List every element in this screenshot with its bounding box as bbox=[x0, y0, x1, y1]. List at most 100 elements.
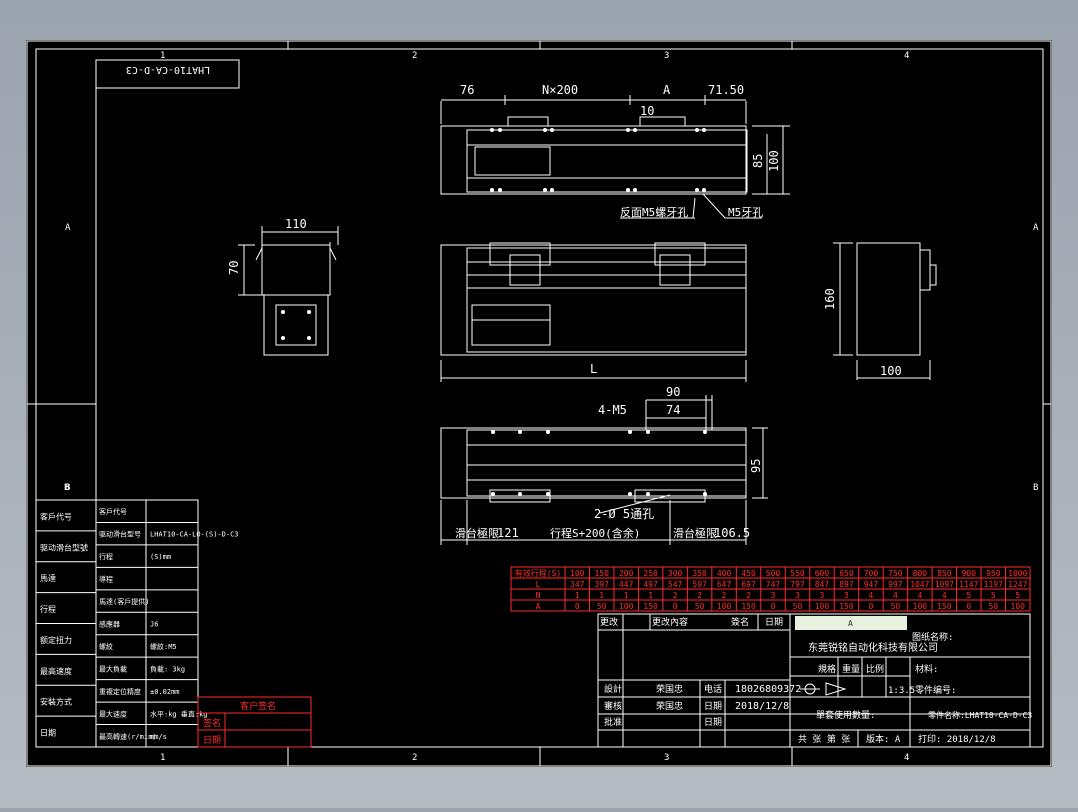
length-cell: 1197 bbox=[984, 580, 1003, 589]
length-cell: 100 bbox=[913, 602, 928, 611]
length-cell: 350 bbox=[692, 569, 707, 578]
length-cell: 300 bbox=[668, 569, 683, 578]
length-cell: 700 bbox=[864, 569, 879, 578]
length-cell: 1247 bbox=[1008, 580, 1027, 589]
length-cell: 647 bbox=[717, 580, 732, 589]
length-cell: 950 bbox=[986, 569, 1001, 578]
length-cell: 50 bbox=[793, 602, 803, 611]
spec-label: 行程 bbox=[99, 552, 113, 561]
length-cell: 4 bbox=[893, 591, 898, 600]
length-cell: 447 bbox=[619, 580, 634, 589]
zone-row-a: A bbox=[65, 223, 71, 233]
length-cell: 847 bbox=[815, 580, 830, 589]
left-label: 安裝方式 bbox=[40, 697, 72, 707]
zone-ticks bbox=[27, 41, 1051, 766]
spec-value: LHAT10-CA-LO-(S)-D-C3 bbox=[150, 531, 239, 539]
length-cell: 3 bbox=[771, 591, 776, 600]
spec-label: 最大負載 bbox=[99, 664, 127, 673]
length-cell: 2 bbox=[746, 591, 751, 600]
length-row-label: 有效行程(S) bbox=[515, 568, 561, 578]
part-code-label: LHAT10-CA-D-C3 bbox=[126, 64, 210, 75]
length-cell: 5 bbox=[1015, 591, 1020, 600]
spec-label: 最大速度 bbox=[99, 709, 127, 718]
length-cell: 1147 bbox=[959, 580, 978, 589]
label-safe-right: 滑台極限 bbox=[673, 526, 717, 540]
length-cell: 0 bbox=[673, 602, 678, 611]
rev-h0: 更改 bbox=[600, 616, 618, 628]
zone-col-1-bottom: 1 bbox=[160, 753, 165, 763]
zone-row-b: B bbox=[65, 483, 70, 493]
projection-symbol-icon bbox=[800, 682, 847, 696]
length-cell: 947 bbox=[864, 580, 879, 589]
material-label: 材料: bbox=[915, 663, 938, 675]
zone-row-a-right: A bbox=[1033, 223, 1039, 233]
length-cell: 3 bbox=[820, 591, 825, 600]
length-cell: 1 bbox=[575, 591, 580, 600]
length-cell: 3 bbox=[795, 591, 800, 600]
length-cell: 2 bbox=[697, 591, 702, 600]
length-cell: 4 bbox=[917, 591, 922, 600]
scale-value: 1:3.5 bbox=[888, 686, 915, 696]
date-label: 日期 bbox=[704, 701, 722, 712]
length-cell: 1047 bbox=[910, 580, 929, 589]
length-cell: 450 bbox=[741, 569, 756, 578]
dim-10: 10 bbox=[640, 104, 654, 118]
length-cell: 0 bbox=[575, 602, 580, 611]
length-cell: 250 bbox=[643, 569, 658, 578]
spec-value: 螺紋:M5 bbox=[150, 642, 177, 651]
scale-h2: 比例 bbox=[866, 663, 884, 675]
spec-value: (S)mm bbox=[150, 553, 171, 561]
length-cell: 150 bbox=[594, 569, 609, 578]
length-cell: 0 bbox=[869, 602, 874, 611]
length-cell: 497 bbox=[643, 580, 658, 589]
length-cell: 500 bbox=[766, 569, 781, 578]
length-cell: 1097 bbox=[935, 580, 954, 589]
spec-label: 馬達(客戶提供) bbox=[99, 597, 149, 606]
quantity-label: 單套使用數量: bbox=[816, 709, 875, 721]
length-row-label: N bbox=[536, 591, 541, 600]
length-cell: 150 bbox=[741, 602, 756, 611]
dim-76: 76 bbox=[460, 83, 474, 97]
scale-h0: 規格 bbox=[818, 663, 836, 675]
left-label: 客戶代号 bbox=[40, 511, 72, 521]
length-cell: 750 bbox=[888, 569, 903, 578]
left-label: 驱动滑台型號 bbox=[40, 542, 88, 552]
length-cell: 150 bbox=[643, 602, 658, 611]
length-cell: 747 bbox=[766, 580, 781, 589]
length-cell: 547 bbox=[668, 580, 683, 589]
zone-labels: 1 2 3 4 1 2 3 4 A A B B bbox=[65, 51, 1039, 763]
sheet-label: 共 张 第 张 bbox=[798, 733, 850, 745]
length-cell: 5 bbox=[966, 591, 971, 600]
drawing-no: 零件名称:LHAT10-CA-D-C3 bbox=[928, 710, 1032, 720]
approve-label: 批准 bbox=[604, 716, 622, 728]
left-label: 行程 bbox=[40, 604, 56, 614]
spec-value: 負載: 3kg bbox=[150, 664, 185, 673]
scale-h1: 重量 bbox=[842, 663, 860, 675]
length-cell: 1000 bbox=[1008, 569, 1027, 578]
length-cell: 650 bbox=[839, 569, 854, 578]
length-cell: 897 bbox=[839, 580, 854, 589]
date-value: 2018/12/8 bbox=[735, 701, 789, 712]
zone-col-4: 4 bbox=[904, 51, 909, 61]
length-cell: 1 bbox=[648, 591, 653, 600]
length-cell: 50 bbox=[988, 602, 998, 611]
zone-col-3: 3 bbox=[664, 51, 669, 61]
dim-71: 71.50 bbox=[708, 83, 744, 97]
length-cell: 100 bbox=[619, 602, 634, 611]
spec-value: 水平:kg 垂直:kg bbox=[150, 709, 208, 718]
spec-label: 感應器 bbox=[99, 620, 120, 629]
length-cell: 5 bbox=[991, 591, 996, 600]
length-row-label: A bbox=[536, 602, 541, 611]
side-view-holes bbox=[490, 128, 706, 192]
spec-value: mm/s bbox=[150, 733, 167, 741]
title-cell-highlight bbox=[795, 616, 907, 630]
dim-n200: N×200 bbox=[542, 83, 578, 97]
left-label: 额定扭力 bbox=[40, 635, 72, 645]
length-cell: 797 bbox=[790, 580, 805, 589]
length-row-label: L bbox=[536, 580, 541, 589]
left-label: 馬達 bbox=[40, 573, 56, 583]
length-cell: 597 bbox=[692, 580, 707, 589]
